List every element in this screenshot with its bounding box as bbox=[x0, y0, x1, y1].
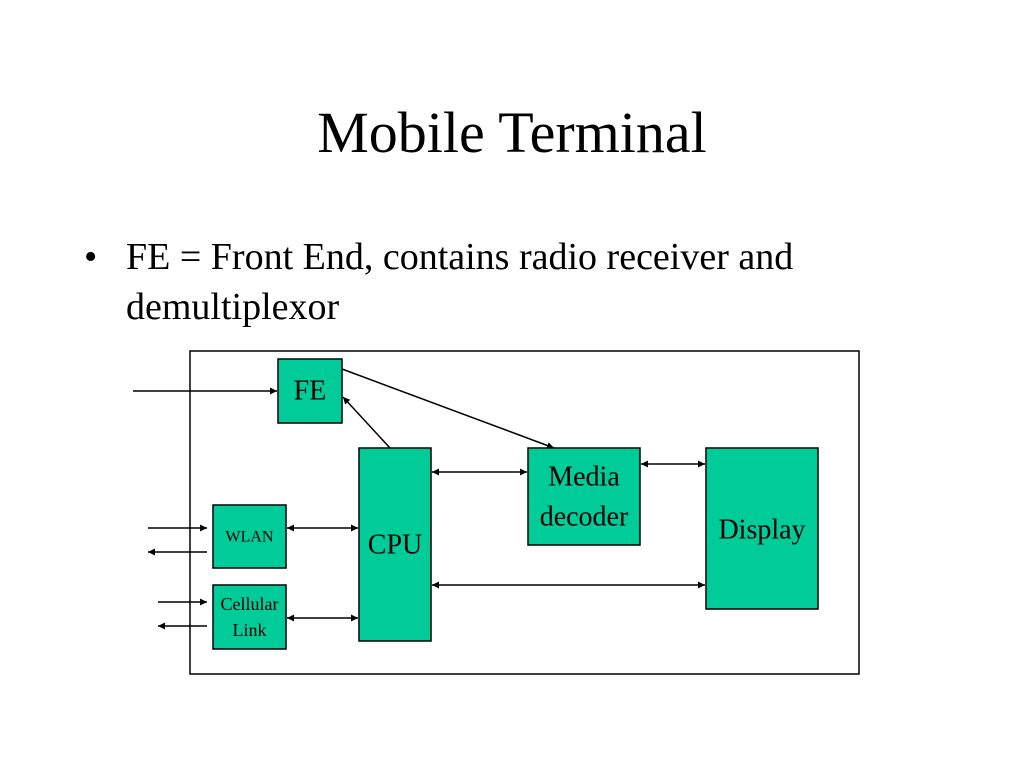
bullet-item: • FE = Front End, contains radio receive… bbox=[84, 232, 964, 332]
cpu-to-fe-arrow bbox=[342, 396, 391, 449]
bullet-list: • FE = Front End, contains radio receive… bbox=[84, 232, 964, 332]
display-box bbox=[705, 447, 819, 610]
fe-box bbox=[277, 358, 343, 424]
cellular-link-label-line2: Link bbox=[233, 620, 267, 640]
cellular-link-label-line1: Cellular bbox=[221, 594, 279, 614]
fe-label: FE bbox=[294, 375, 327, 406]
media-decoder-label-line1: Media bbox=[548, 461, 620, 492]
media-decoder-box bbox=[527, 447, 641, 546]
wlan-label: WLAN bbox=[226, 529, 274, 546]
bullet-text: FE = Front End, contains radio receiver … bbox=[126, 236, 794, 328]
slide-title: Mobile Terminal bbox=[317, 100, 707, 165]
display-label: Display bbox=[718, 514, 805, 545]
media-decoder-block: Media decoder bbox=[527, 447, 641, 546]
wlan-box bbox=[212, 504, 287, 569]
cpu-box bbox=[358, 447, 432, 642]
connectors bbox=[133, 368, 705, 630]
cpu-label: CPU bbox=[368, 529, 422, 560]
fe-block: FE bbox=[277, 358, 343, 424]
cellular-link-block: Cellular Link bbox=[212, 584, 287, 650]
display-block: Display bbox=[705, 447, 819, 610]
bullet-marker: • bbox=[84, 236, 98, 278]
media-decoder-label-line2: decoder bbox=[540, 501, 629, 532]
cpu-block: CPU bbox=[358, 447, 432, 642]
wlan-block: WLAN bbox=[212, 504, 287, 569]
fe-to-media-decoder-arrow bbox=[341, 368, 555, 449]
cellular-link-box bbox=[212, 584, 287, 650]
